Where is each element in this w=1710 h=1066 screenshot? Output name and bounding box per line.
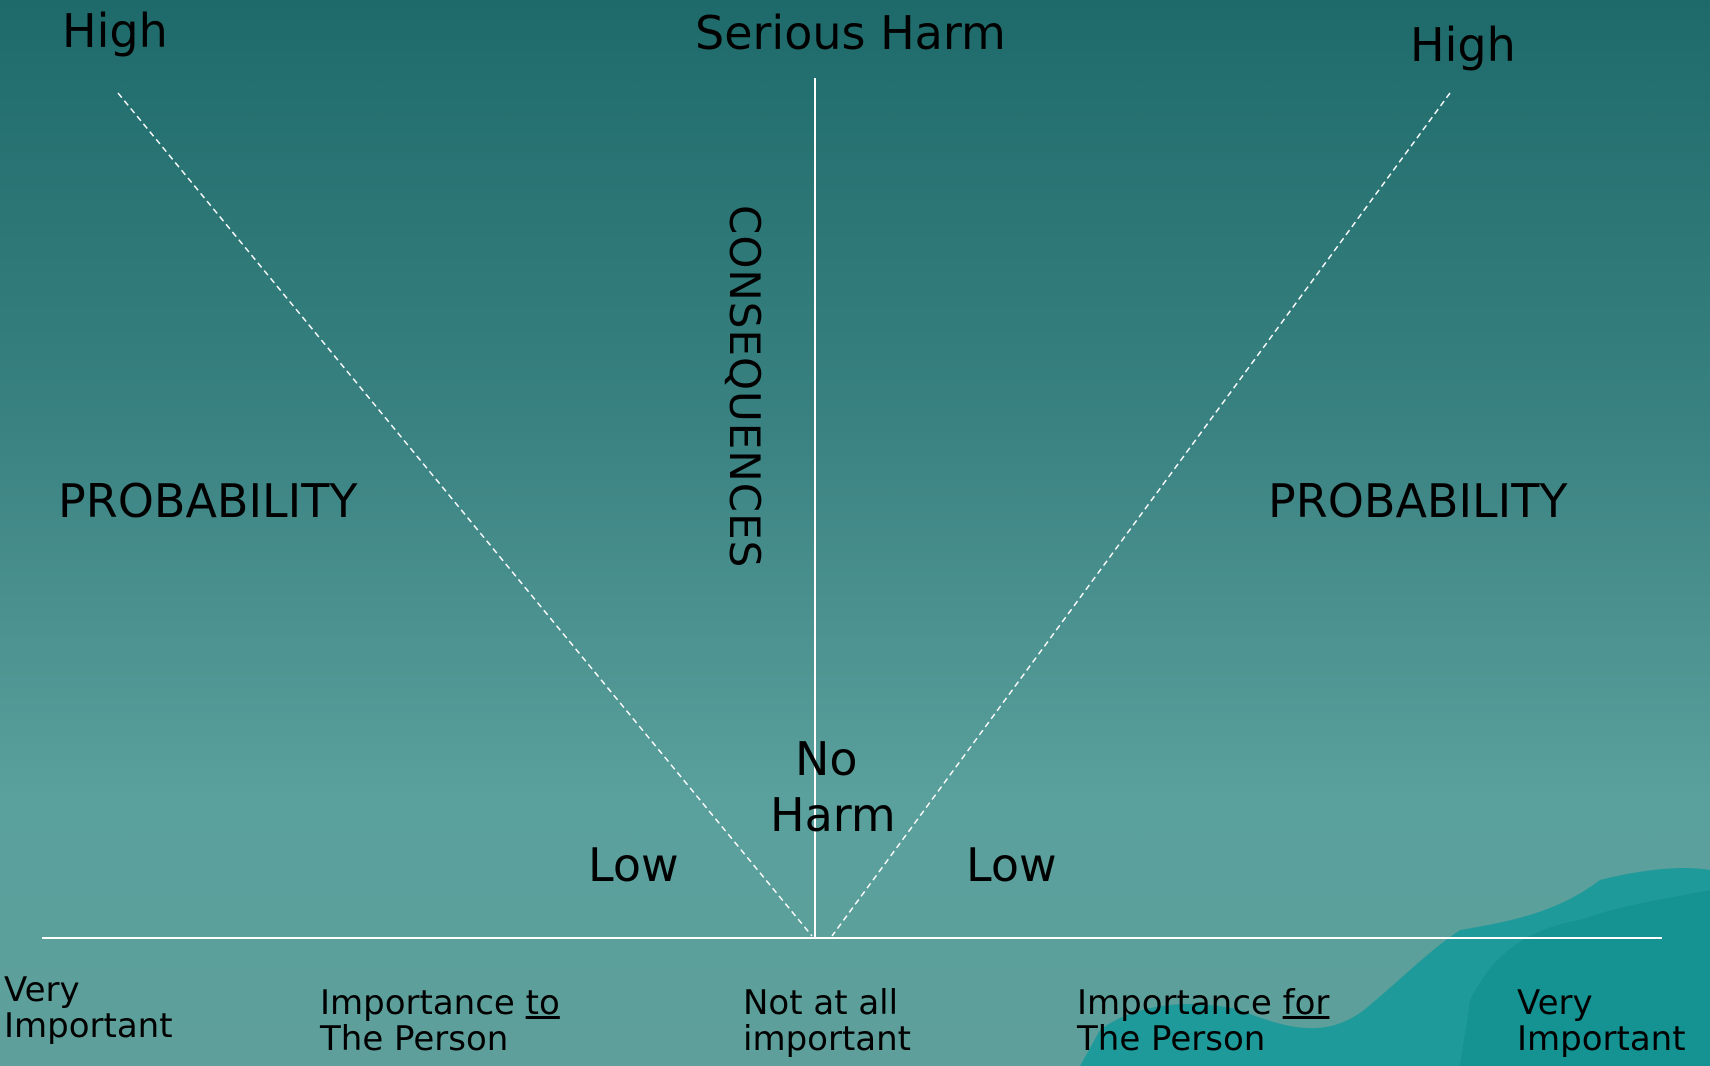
importance-to-line2: The Person xyxy=(320,1018,509,1059)
far-right-very-important: Very Important xyxy=(1517,983,1686,1059)
left-low-label: Low xyxy=(588,838,679,892)
right-probability-line xyxy=(831,92,1451,937)
no-harm-label-line1: No xyxy=(795,732,858,786)
right-probability-label: PROBABILITY xyxy=(1268,474,1568,528)
importance-for-underlined: for xyxy=(1282,983,1330,1023)
left-probability-label: PROBABILITY xyxy=(58,474,358,528)
consequences-label: CONSEQUENCES xyxy=(720,205,769,569)
right-high-label: High xyxy=(1410,18,1516,72)
importance-to-person-label: Importance to The Person xyxy=(320,983,560,1059)
far-left-line2: Important xyxy=(4,1005,173,1046)
right-low-label: Low xyxy=(966,838,1057,892)
importance-to-line1: Importance to xyxy=(320,983,560,1023)
serious-harm-label: Serious Harm xyxy=(695,6,1006,60)
importance-for-person-label: Importance for The Person xyxy=(1077,983,1330,1059)
no-harm-label-line2: Harm xyxy=(770,788,896,842)
far-right-line2: Important xyxy=(1517,1018,1686,1059)
far-left-very-important: Very Important xyxy=(4,970,173,1046)
decorative-wave-shade xyxy=(1460,890,1710,1066)
left-high-label: High xyxy=(62,4,168,58)
importance-to-prefix: Importance xyxy=(320,983,526,1023)
importance-to-underlined: to xyxy=(525,983,560,1023)
importance-for-prefix: Importance xyxy=(1077,983,1283,1023)
not-at-all-line2: important xyxy=(743,1018,911,1059)
not-at-all-important-label: Not at all important xyxy=(743,983,911,1059)
importance-for-line1: Importance for xyxy=(1077,983,1330,1023)
far-left-line1: Very xyxy=(4,970,80,1010)
not-at-all-line1: Not at all xyxy=(743,983,899,1023)
importance-for-line2: The Person xyxy=(1077,1018,1266,1059)
left-probability-line xyxy=(117,92,813,937)
far-right-line1: Very xyxy=(1517,983,1593,1023)
